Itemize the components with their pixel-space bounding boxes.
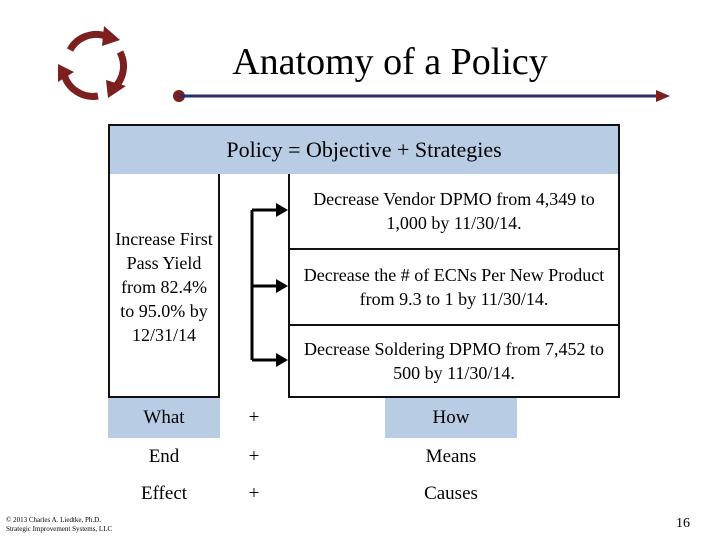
copyright-footer: © 2013 Charles A. Liedtke, Ph.D. Strateg…: [6, 516, 112, 534]
causes-label: Causes: [424, 483, 478, 504]
objective-box: Increase First Pass Yield from 82.4% to …: [108, 174, 220, 398]
strategy-box-3: Decrease Soldering DPMO from 7,452 to 50…: [288, 324, 620, 398]
plus-sign: +: [220, 398, 288, 438]
what-label: What: [108, 398, 220, 438]
policy-header: Policy = Objective + Strategies: [108, 124, 620, 174]
bracket-connector: [250, 203, 288, 367]
end-label: End: [148, 446, 180, 467]
means-label: Means: [425, 446, 477, 467]
arrow-right-icon: [276, 353, 288, 367]
how-label: How: [385, 398, 517, 438]
title-underline: [173, 90, 670, 102]
strategy-box-2: Decrease the # of ECNs Per New Product f…: [288, 248, 620, 326]
arrow-right-icon: [276, 279, 288, 293]
strategy-text: Decrease Soldering DPMO from 7,452 to 50…: [304, 339, 604, 383]
slide-title: Anatomy of a Policy: [232, 41, 548, 83]
footer-line: Strategic Improvement Systems, LLC: [6, 525, 113, 533]
footer-line: © 2013 Charles A. Liedtke, Ph.D.: [6, 516, 101, 524]
strategy-text: Decrease the # of ECNs Per New Product f…: [303, 265, 605, 309]
effect-label: Effect: [140, 483, 188, 504]
objective-text: Increase First Pass Yield from 82.4% to …: [115, 229, 213, 345]
cycle-arrows-icon: [58, 26, 127, 100]
plus-sign: +: [248, 446, 260, 467]
strategy-box-1: Decrease Vendor DPMO from 4,349 to 1,000…: [288, 174, 620, 250]
arrow-right-icon: [276, 203, 288, 217]
page-number: 16: [676, 516, 690, 531]
plus-sign: +: [248, 483, 260, 504]
strategy-text: Decrease Vendor DPMO from 4,349 to 1,000…: [313, 189, 595, 233]
